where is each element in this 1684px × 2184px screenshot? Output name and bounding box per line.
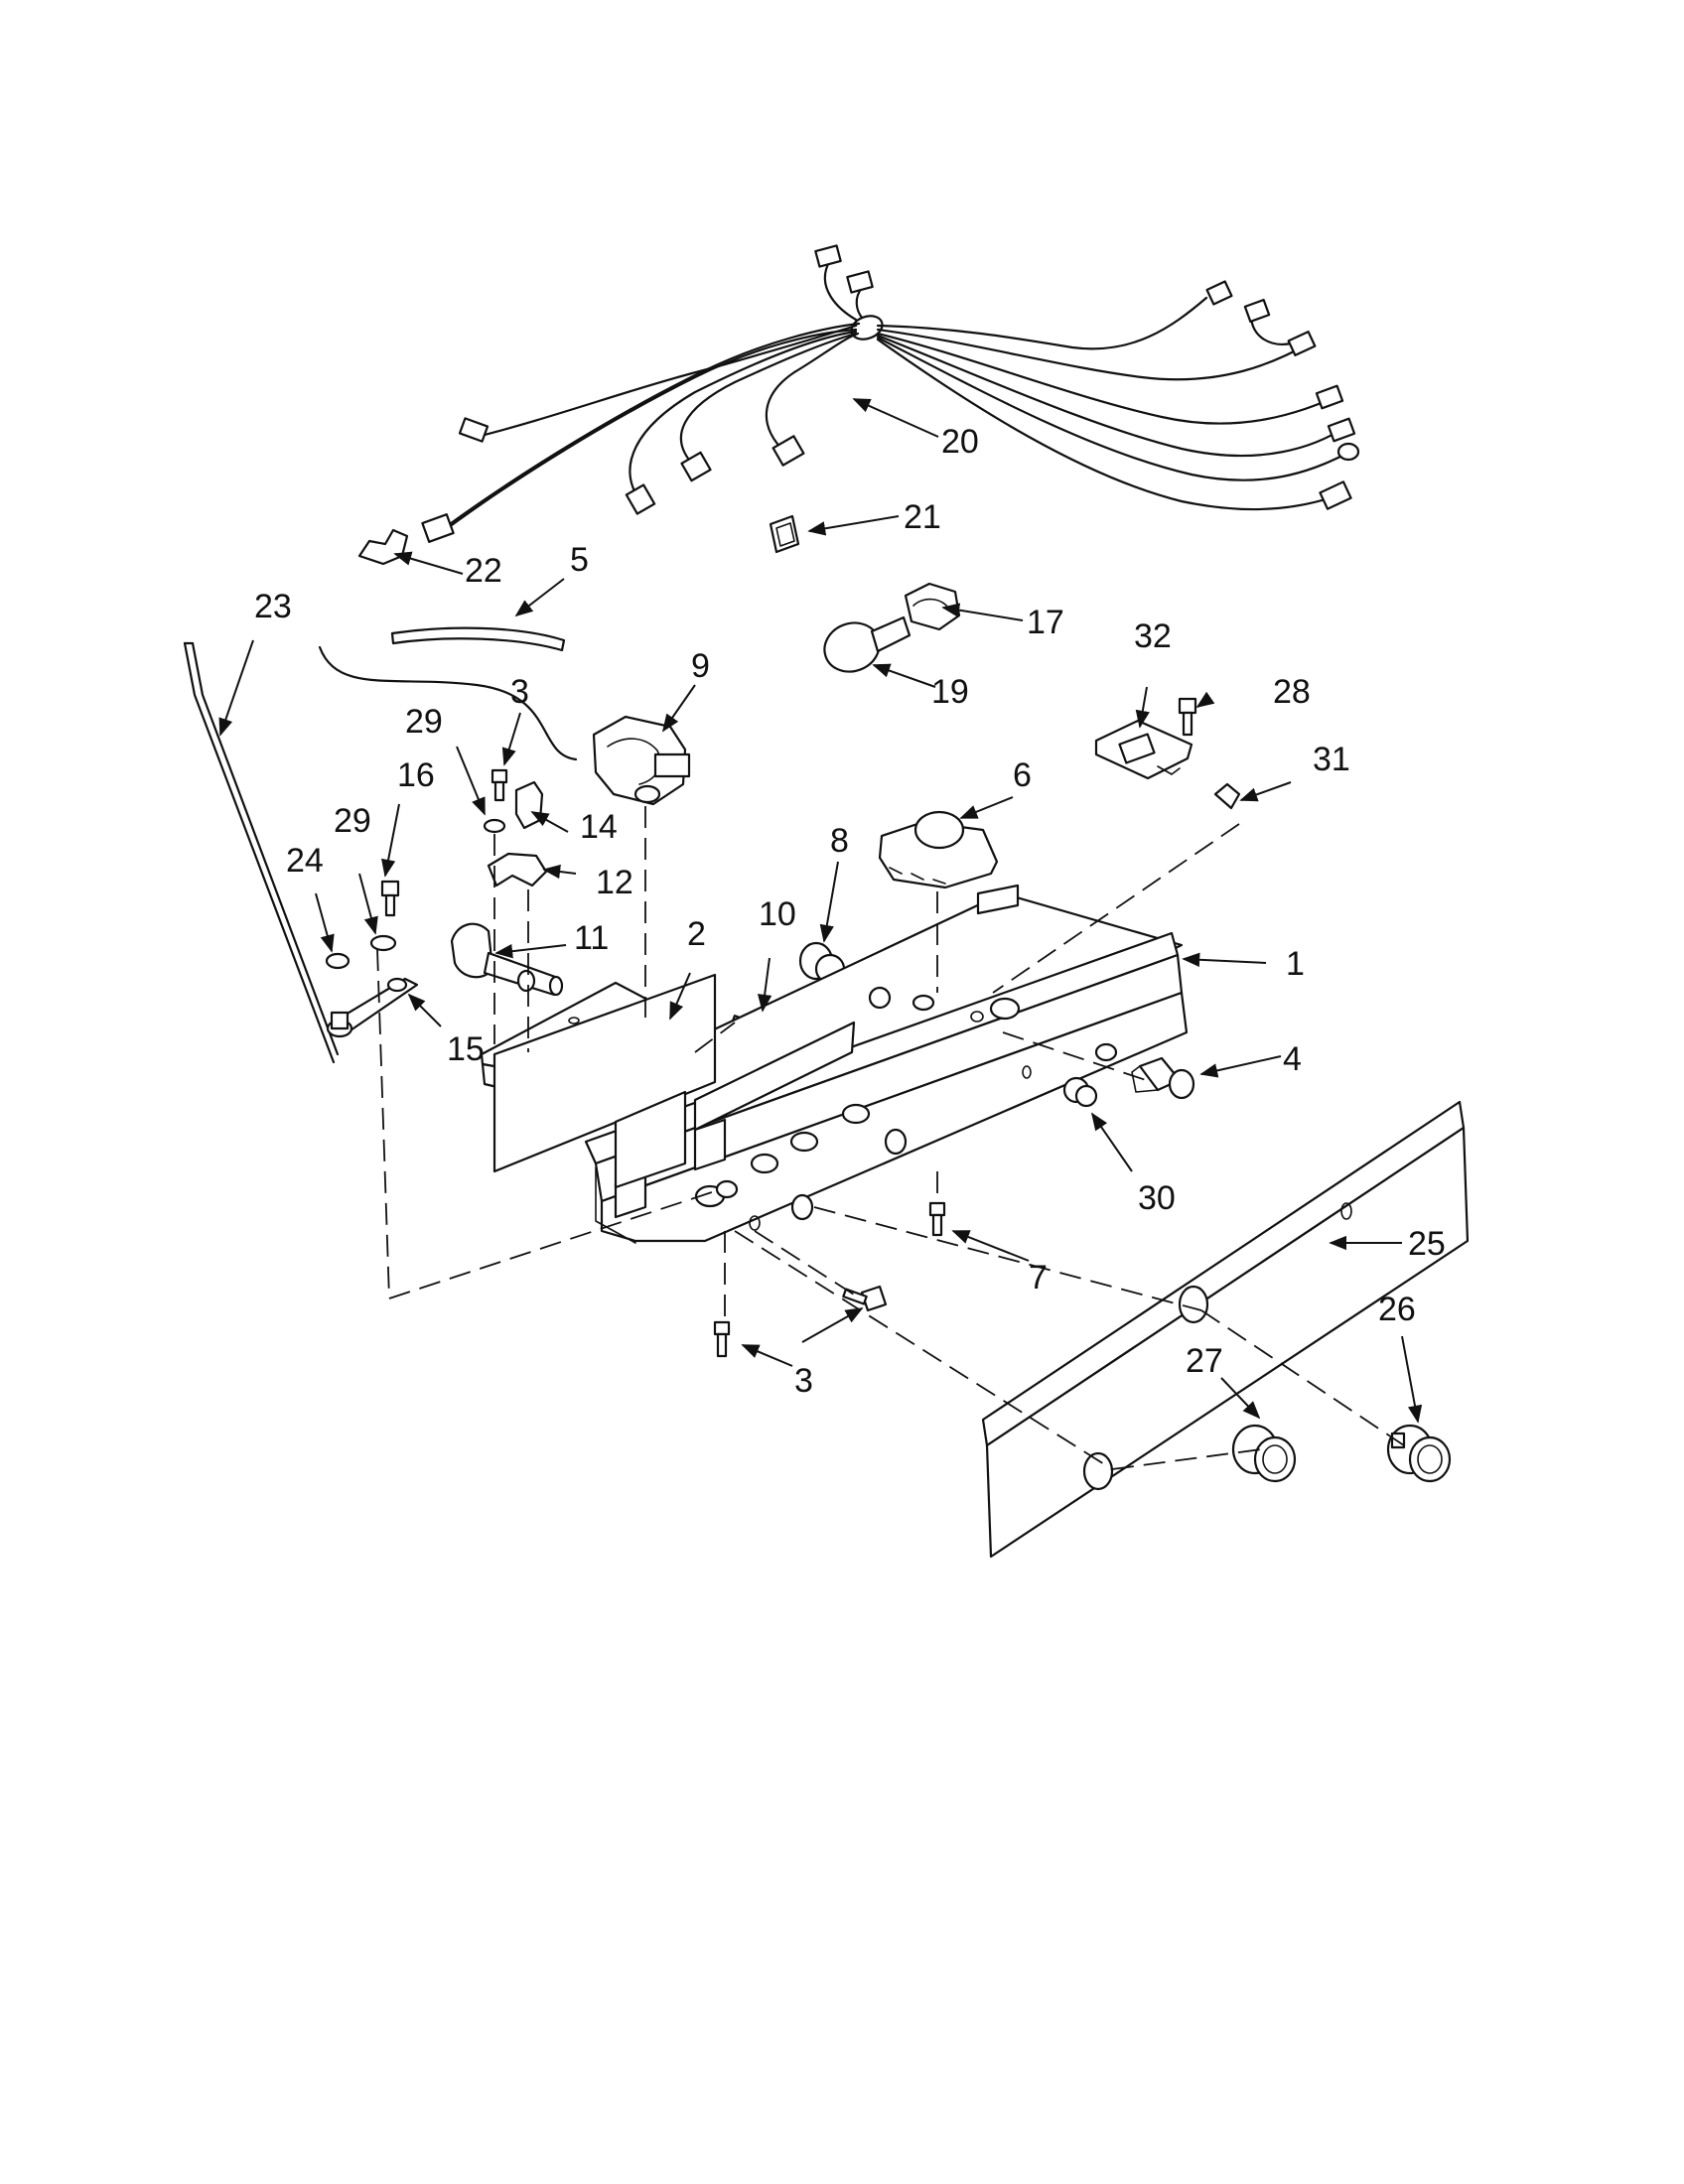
callout-11: 11 (574, 919, 609, 957)
callout-14: 14 (580, 808, 618, 846)
part-31-clip (1213, 782, 1241, 810)
screw-7 (928, 1201, 946, 1237)
callout-17: 17 (1027, 604, 1064, 641)
part-6-timer (878, 810, 999, 889)
part-19-bulb (823, 615, 912, 673)
part-26-knob (1386, 1424, 1452, 1483)
leader-arrows (218, 398, 1423, 1424)
part-30-button (1062, 1076, 1098, 1108)
capillary-tube (318, 645, 578, 761)
washer-29-lower (369, 934, 397, 952)
callout-5: 5 (570, 541, 589, 579)
screw-28 (1178, 697, 1197, 737)
callout-12: 12 (596, 864, 633, 901)
part-4-switch (1131, 1056, 1195, 1100)
callout-32: 32 (1134, 617, 1172, 655)
assembly-lines (376, 806, 1411, 1470)
part-1-housing (492, 884, 1189, 1244)
callout-19: 19 (931, 673, 969, 711)
callout-30: 30 (1138, 1179, 1176, 1217)
callout-16: 16 (397, 756, 435, 794)
callout-20: 20 (941, 423, 979, 461)
part-22-clip (357, 528, 409, 566)
callout-23: 23 (254, 588, 292, 625)
part-23-rod (183, 641, 340, 1064)
washer-29-upper (483, 818, 506, 834)
callout-3-upper: 3 (510, 673, 529, 711)
callout-31: 31 (1313, 741, 1350, 778)
callout-6: 6 (1013, 756, 1032, 794)
callout-8: 8 (830, 822, 849, 860)
part-14-clip (514, 780, 544, 830)
callout-29-upper: 29 (405, 703, 443, 741)
callout-24: 24 (286, 842, 324, 880)
callout-28: 28 (1273, 673, 1311, 711)
callout-21: 21 (904, 498, 941, 536)
part-25-panel (981, 1100, 1470, 1559)
part-27-knob (1231, 1424, 1297, 1483)
callout-labels: 1 2 3 3 4 5 6 7 8 9 10 11 12 14 15 16 17… (254, 423, 1446, 1400)
callout-4: 4 (1283, 1040, 1302, 1078)
callout-3-lower: 3 (794, 1362, 813, 1400)
part-32-board (1094, 719, 1193, 780)
part-11-shaft (450, 922, 564, 997)
callout-9: 9 (691, 647, 710, 685)
callout-25: 25 (1408, 1225, 1446, 1263)
callout-26: 26 (1378, 1291, 1416, 1328)
callout-15: 15 (447, 1030, 485, 1068)
wire-harness (421, 244, 1360, 543)
screw-3-upper (491, 768, 508, 802)
part-17-socket (904, 582, 961, 631)
part-21-clip (769, 514, 800, 554)
callout-7: 7 (1029, 1259, 1048, 1297)
callout-22: 22 (465, 552, 502, 590)
washer-24 (325, 952, 351, 970)
callout-29-lower: 29 (334, 802, 371, 840)
screw-16 (380, 880, 400, 917)
part-12-clamp (487, 852, 548, 887)
screw-3-lower-b (842, 1285, 888, 1312)
callout-1: 1 (1286, 945, 1305, 983)
part-5-tube (390, 626, 566, 652)
callout-27: 27 (1186, 1342, 1223, 1380)
part-9-control (592, 715, 691, 806)
callout-10: 10 (759, 895, 796, 933)
screw-3-lower-a (713, 1320, 731, 1358)
part-15-bracket (326, 977, 419, 1038)
callout-2: 2 (687, 915, 706, 953)
